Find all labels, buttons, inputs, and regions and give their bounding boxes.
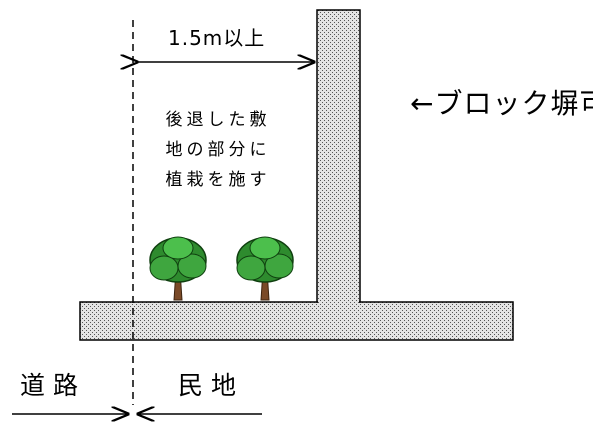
note-line: 地の部分に [165, 140, 271, 160]
note-line: 植栽を施す [165, 170, 271, 190]
private-land-label: 民 地 [178, 371, 236, 400]
tree-icon [236, 236, 294, 301]
ground-strip [79, 301, 514, 341]
note-line: 後退した敷 [165, 110, 271, 130]
tree-icon [149, 236, 207, 301]
planting-note: 後退した敷 地の部分に 植栽を施す [143, 105, 293, 195]
setback-dimension-label: 1.5m以上 [168, 26, 266, 50]
block-wall-label: ←ブロック塀可 [410, 87, 593, 120]
road-label: 道 路 [20, 371, 78, 400]
block-wall [316, 9, 361, 303]
